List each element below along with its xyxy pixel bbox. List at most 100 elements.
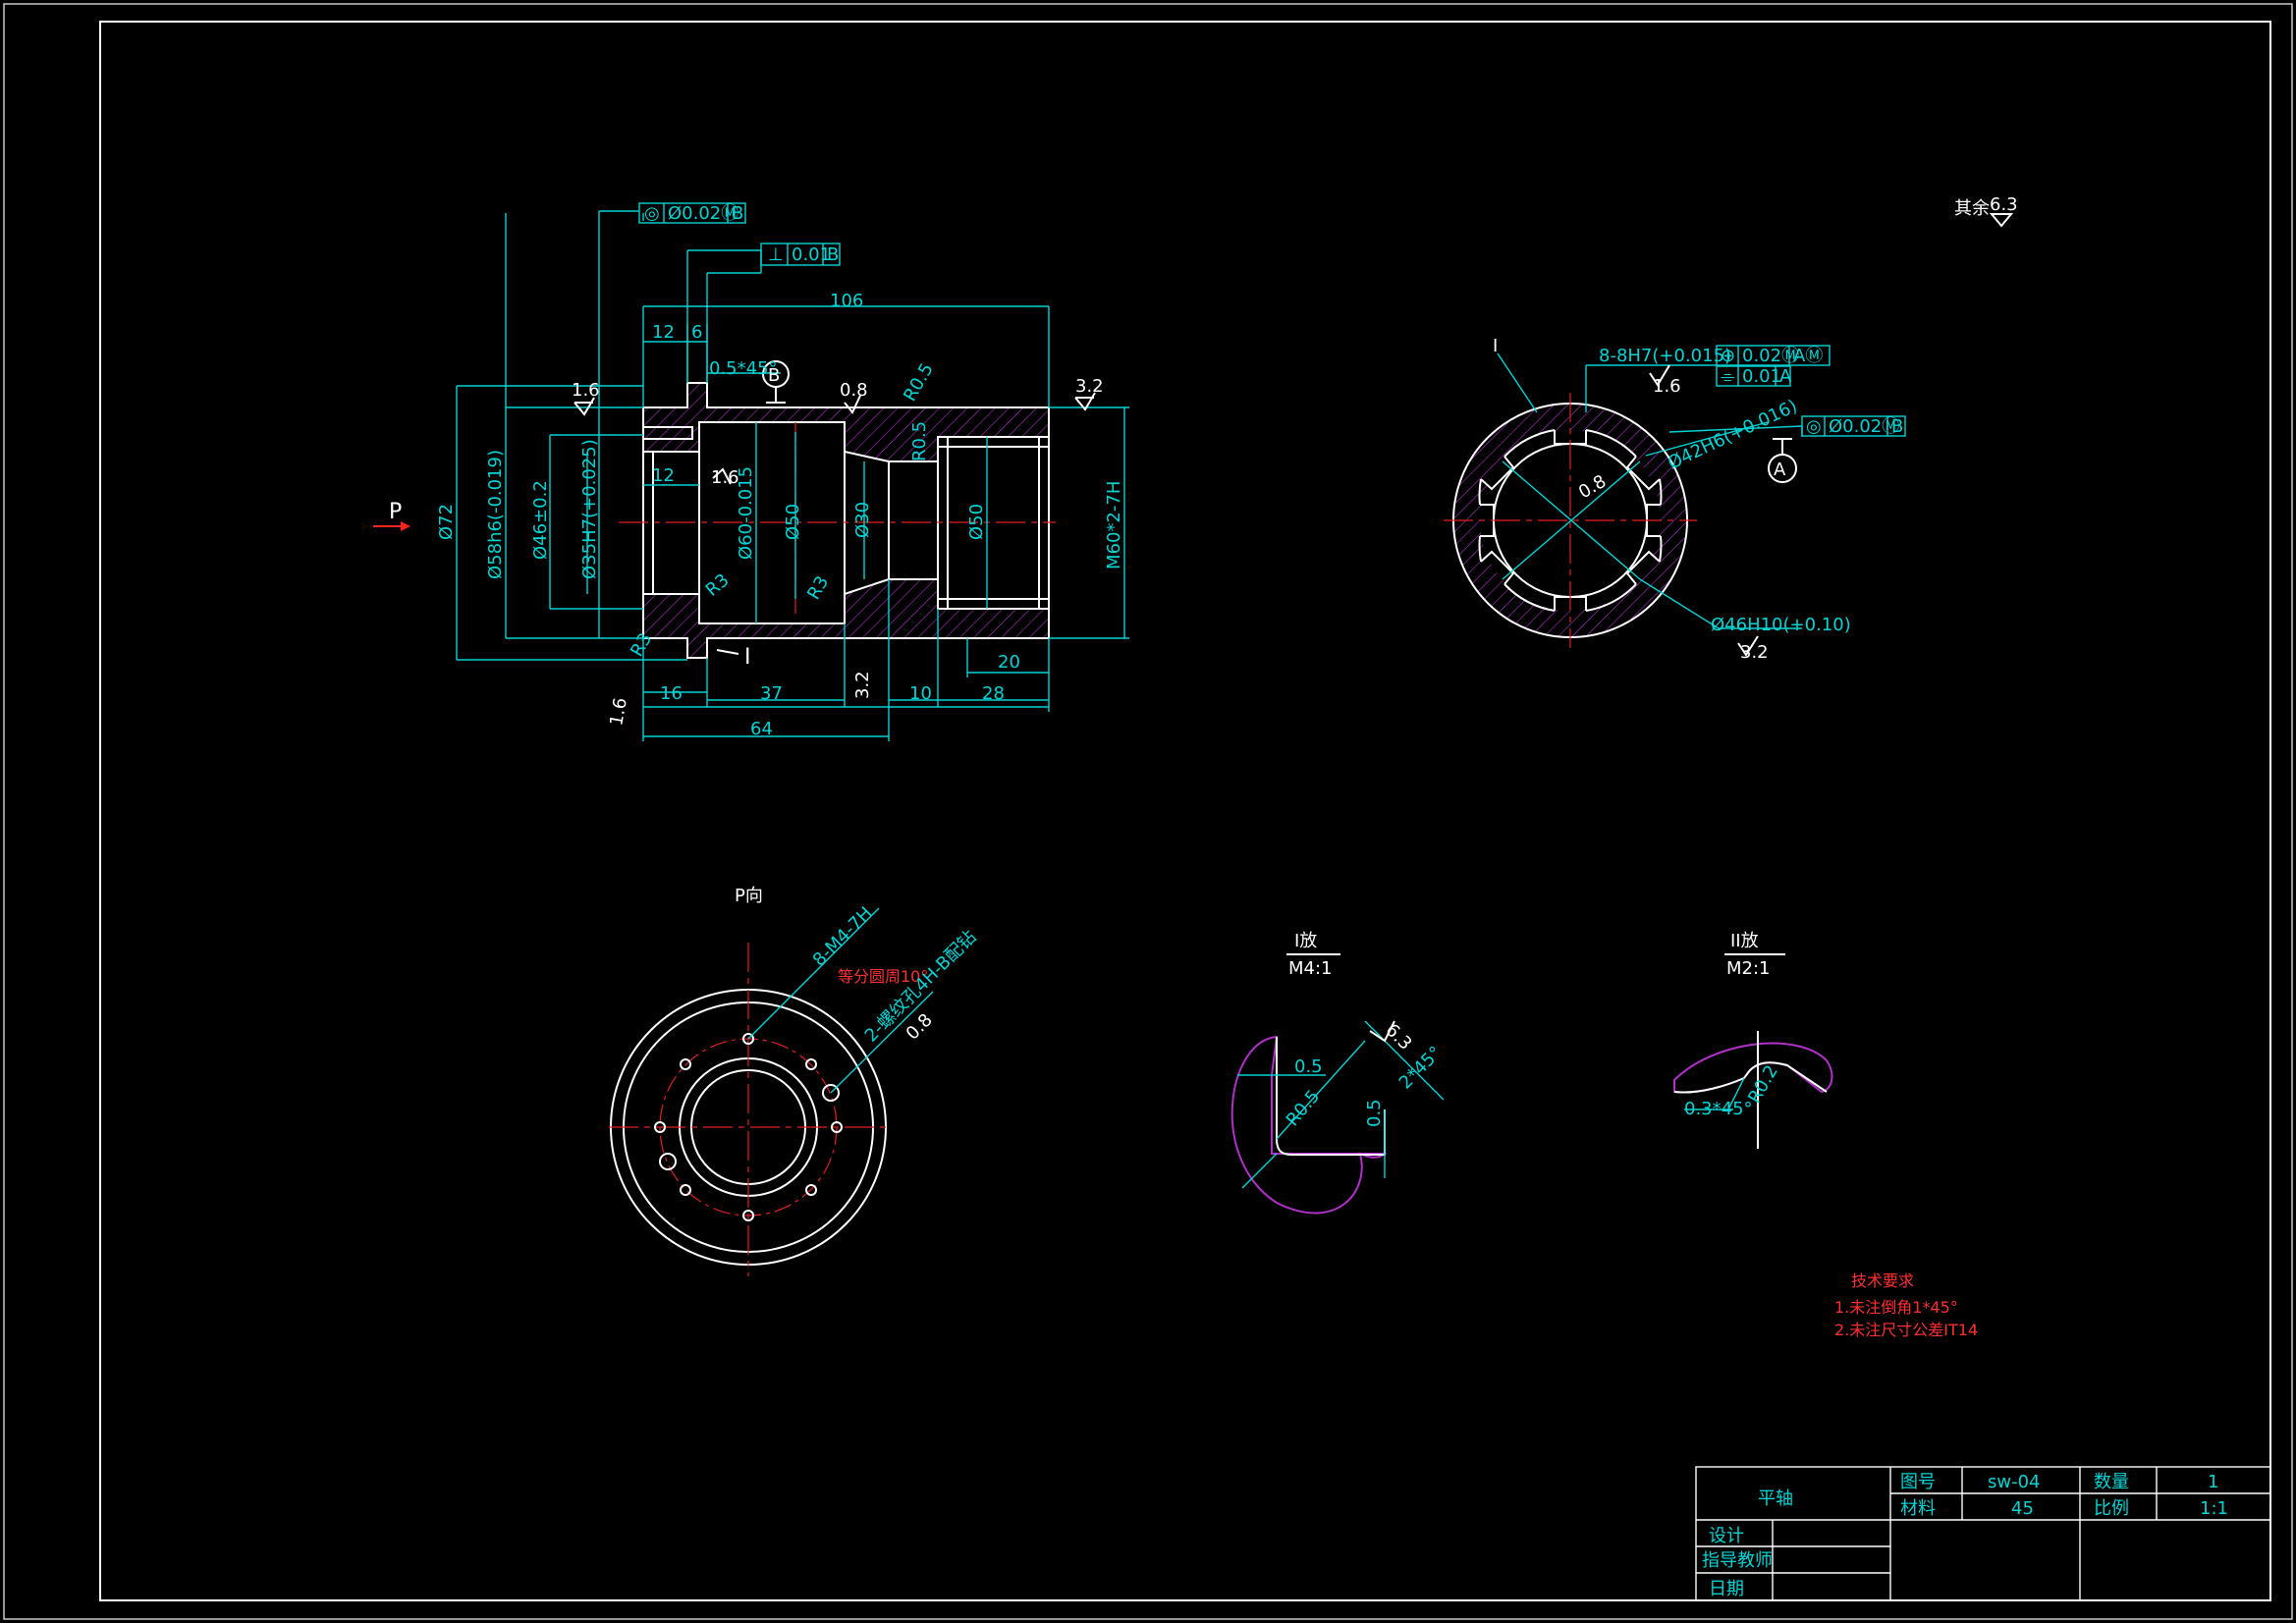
svg-text:1: 1: [2208, 1472, 2218, 1492]
svg-text:3.2: 3.2: [1740, 642, 1769, 663]
title-block: 平轴 图号 sw-04 数量 1 材料 45 比例 1:1 设计 指导教师 日期: [1695, 1466, 2271, 1601]
svg-text:Ø46H10(+0.10): Ø46H10(+0.10): [1711, 615, 1851, 635]
svg-text:Ø58h6(-0.019): Ø58h6(-0.019): [485, 450, 506, 579]
svg-text:AⓂ: AⓂ: [1793, 346, 1823, 366]
svg-text:0.02Ⓜ: 0.02Ⓜ: [1742, 346, 1799, 366]
svg-text:数量: 数量: [2094, 1472, 2129, 1492]
svg-text:1.6: 1.6: [606, 696, 631, 728]
gdt-frame-symmetry-right: ⌯ 0.01 A: [1716, 365, 1792, 387]
svg-text:6: 6: [691, 322, 702, 343]
technical-requirements: 技术要求 1.未注倒角1*45° 2.未注尺寸公差IT14: [1834, 1271, 1978, 1339]
svg-text:20: 20: [998, 652, 1020, 673]
gdt-frame-coaxiality-right: ◎ Ø0.02Ⓜ B: [1801, 415, 1906, 437]
svg-text:Ø72: Ø72: [436, 504, 457, 540]
svg-text:其余: 其余: [1954, 198, 1990, 219]
svg-text:0.5: 0.5: [1294, 1056, 1323, 1077]
general-roughness: 其余 6.3: [1954, 194, 2018, 228]
svg-text:1.6: 1.6: [1653, 376, 1681, 397]
arrow-p-label: P: [389, 500, 402, 524]
svg-text:6.3: 6.3: [1381, 1020, 1415, 1055]
svg-text:1:1: 1:1: [2200, 1498, 2228, 1519]
svg-text:比例: 比例: [2094, 1498, 2129, 1519]
svg-text:1.6: 1.6: [711, 467, 739, 488]
roughness-symbols-main: 1.6 0.8 3.2 1.6 1.6 3.2: [572, 376, 1104, 728]
svg-text:R0.5: R0.5: [900, 359, 938, 405]
svg-text:28: 28: [982, 683, 1005, 704]
svg-text:M2:1: M2:1: [1726, 958, 1771, 979]
svg-text:Ø50: Ø50: [783, 504, 803, 540]
svg-text:B: B: [732, 203, 743, 224]
svg-text:图号: 图号: [1900, 1472, 1936, 1492]
svg-text:材料: 材料: [1900, 1498, 1936, 1519]
svg-text:技术要求: 技术要求: [1851, 1271, 1914, 1290]
svg-text:8-M4-7H: 8-M4-7H: [809, 903, 877, 971]
svg-text:A: A: [1779, 366, 1792, 387]
gdt-frame-position-right: ⊕ 0.02Ⓜ AⓂ: [1716, 345, 1831, 366]
svg-text:12: 12: [652, 322, 675, 343]
main-section-view: ◎ Ø0.02Ⓜ B ⊥ 0.01 B B I 1.6 0.8 3.2: [373, 202, 1129, 741]
svg-text:3.2: 3.2: [1075, 376, 1104, 397]
svg-text:◎: ◎: [644, 203, 660, 224]
svg-text:106: 106: [830, 291, 863, 311]
svg-text:10: 10: [909, 683, 932, 704]
svg-text:R3: R3: [702, 569, 734, 600]
p-direction-view: P向 8-M4-7H 等分圆周10° 2-螺纹孔4H-B配钻 0.8: [609, 886, 980, 1276]
outer-border: [3, 3, 2293, 1620]
bolt-holes: [654, 1033, 843, 1221]
svg-text:0.8: 0.8: [1575, 471, 1610, 504]
svg-text:sw-04: sw-04: [1988, 1472, 2041, 1492]
datum-b: B: [768, 365, 780, 386]
svg-text:6.3: 6.3: [1990, 194, 2018, 215]
svg-text:⌯: ⌯: [1721, 366, 1735, 387]
svg-text:3.2: 3.2: [852, 671, 873, 699]
svg-text:0.01: 0.01: [792, 244, 831, 265]
svg-text:I放: I放: [1294, 931, 1317, 951]
svg-text:Ø0.02Ⓜ: Ø0.02Ⓜ: [1829, 416, 1899, 437]
svg-text:设计: 设计: [1709, 1526, 1744, 1546]
end-view-right: I 8-8H7(+0.015) 1.6 ⊕ 0.02Ⓜ AⓂ ⌯ 0.01 A …: [1444, 336, 1906, 663]
svg-text:Ø50: Ø50: [966, 504, 987, 540]
section-hatch-top: [643, 383, 1049, 461]
svg-text:Ø30: Ø30: [852, 502, 873, 538]
datum-a: A: [1774, 460, 1786, 480]
svg-text:0.8: 0.8: [902, 1009, 937, 1044]
svg-text:R3: R3: [803, 572, 833, 603]
svg-text:B: B: [827, 244, 839, 265]
svg-text:R0.2: R0.2: [1744, 1061, 1782, 1107]
svg-text:平轴: 平轴: [1758, 1488, 1793, 1509]
svg-text:P向: P向: [735, 886, 763, 906]
section-hatch-bottom: [643, 579, 1049, 658]
svg-text:M4:1: M4:1: [1288, 958, 1333, 979]
svg-text:8-8H7(+0.015): 8-8H7(+0.015): [1599, 346, 1731, 366]
svg-text:37: 37: [760, 683, 783, 704]
svg-text:日期: 日期: [1709, 1579, 1744, 1599]
svg-text:◎: ◎: [1806, 416, 1822, 437]
svg-text:64: 64: [750, 719, 773, 739]
svg-text:0.3*45°: 0.3*45°: [1684, 1099, 1753, 1119]
svg-text:Ø60-0.015: Ø60-0.015: [736, 466, 756, 560]
gdt-frame-coaxiality-top: ◎ Ø0.02Ⓜ B: [638, 202, 746, 224]
svg-text:M60*2-7H: M60*2-7H: [1104, 481, 1124, 569]
svg-text:指导教师: 指导教师: [1702, 1550, 1773, 1571]
svg-text:⊕: ⊕: [1721, 346, 1735, 366]
svg-text:II放: II放: [1730, 931, 1759, 951]
section-label-i: I: [744, 645, 751, 670]
svg-text:Ø46±0.2: Ø46±0.2: [530, 480, 551, 560]
detail-view-ii: II放 M2:1 0.3*45° R0.2: [1673, 931, 1833, 1149]
svg-text:1.未注倒角1*45°: 1.未注倒角1*45°: [1834, 1298, 1958, 1317]
svg-text:Ø35H7(+0.025): Ø35H7(+0.025): [579, 439, 600, 579]
detail-view-i: I放 M4:1 0.5 0.5 R0.5 2*45° 6.3: [1230, 931, 1447, 1215]
detail-i-hatch: [1230, 1035, 1388, 1215]
svg-text:⊥: ⊥: [768, 244, 784, 265]
svg-text:B: B: [1891, 416, 1903, 437]
svg-text:Ø0.02Ⓜ: Ø0.02Ⓜ: [668, 203, 738, 224]
svg-text:1.6: 1.6: [572, 380, 600, 401]
svg-text:0.8: 0.8: [840, 380, 868, 401]
svg-text:0.5*45°: 0.5*45°: [709, 358, 778, 379]
svg-text:45: 45: [2011, 1498, 2034, 1519]
inner-border: [99, 21, 2271, 1601]
svg-text:2.未注尺寸公差IT14: 2.未注尺寸公差IT14: [1834, 1321, 1978, 1339]
svg-text:0.01: 0.01: [1742, 366, 1781, 387]
svg-text:0.5: 0.5: [1364, 1099, 1385, 1127]
